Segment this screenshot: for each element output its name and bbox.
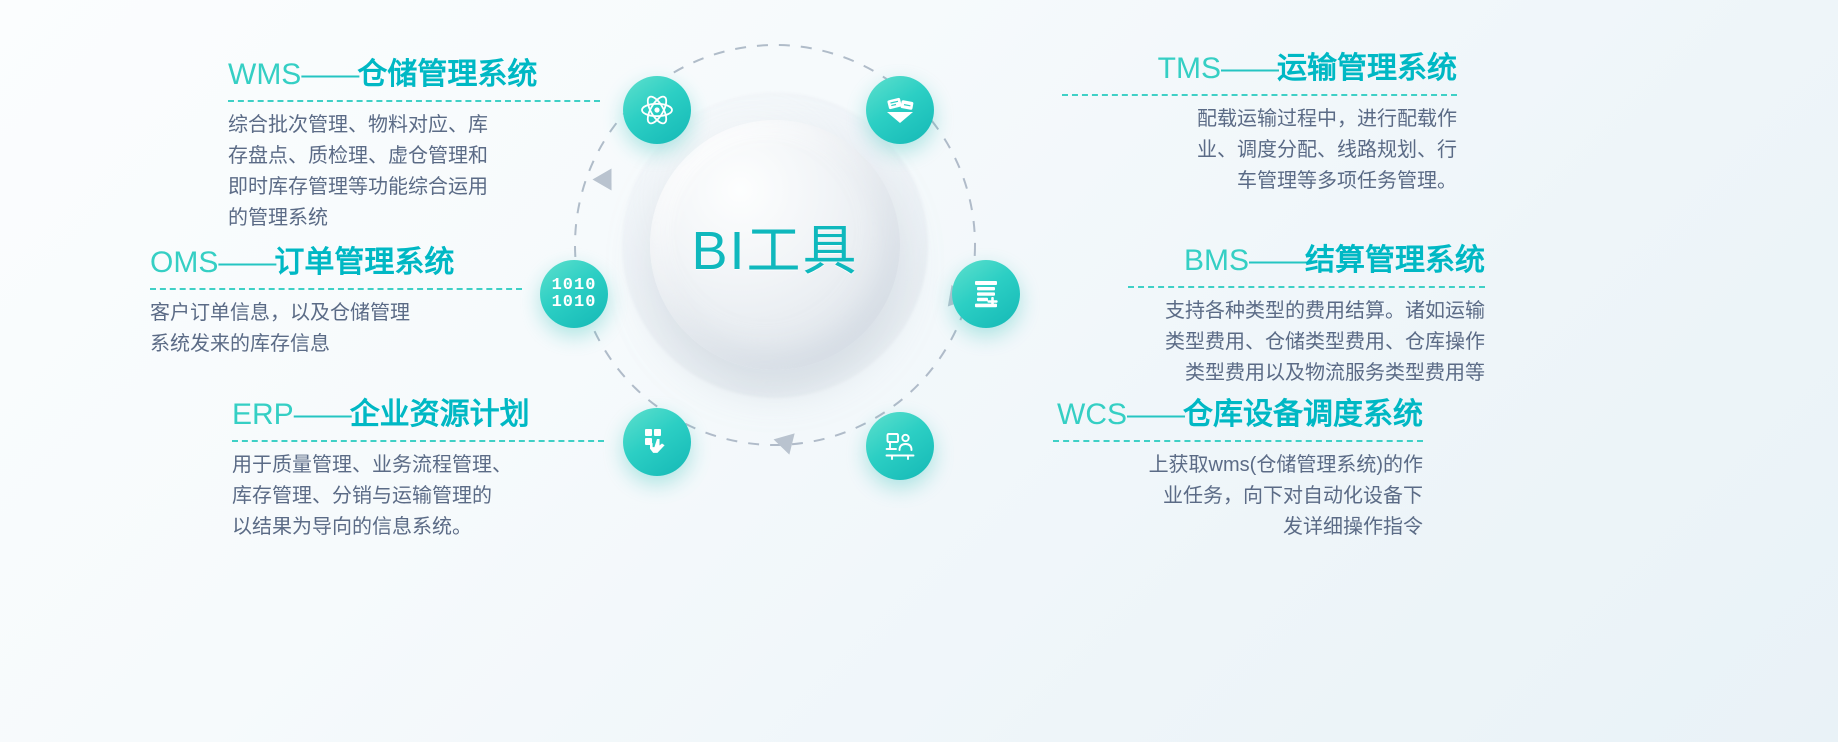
block-bms-abbr: BMS <box>1183 244 1249 277</box>
node-atom[interactable] <box>623 76 691 144</box>
block-oms-divider <box>150 288 522 290</box>
block-tms-divider <box>1062 94 1457 96</box>
block-wcs-divider <box>1053 440 1423 442</box>
block-wms-title: WMS——仓储管理系统 <box>228 58 600 91</box>
block-wcs-abbr: WCS <box>1057 398 1127 431</box>
block-oms-title: OMS——订单管理系统 <box>150 246 522 279</box>
block-wcs: WCS——仓库设备调度系统 上获取wms(仓储管理系统)的作 业任务，向下对自动… <box>1053 398 1423 543</box>
block-erp-title: ERP——企业资源计划 <box>232 398 604 431</box>
orbit-arrow-bottom <box>773 433 795 455</box>
workstation-icon <box>883 429 917 463</box>
center-sphere <box>650 120 900 370</box>
block-wcs-title: WCS——仓库设备调度系统 <box>1053 398 1423 431</box>
node-data-cards[interactable] <box>866 76 934 144</box>
block-bms-title: BMS——结算管理系统 <box>1128 244 1485 277</box>
block-tms: TMS——运输管理系统 配载运输过程中，进行配载作 业、调度分配、线路规划、行 … <box>1062 52 1457 197</box>
block-wms-cn-title: 仓储管理系统 <box>357 58 538 91</box>
node-workstation[interactable] <box>866 412 934 480</box>
block-tms-cn-title: 运输管理系统 <box>1277 52 1457 85</box>
block-erp-abbr: ERP <box>232 398 294 431</box>
block-wms-dash: —— <box>301 58 359 91</box>
block-bms-dash: —— <box>1249 244 1307 277</box>
block-wcs-body: 上获取wms(仓储管理系统)的作 业任务，向下对自动化设备下 发详细操作指令 <box>1148 454 1423 538</box>
center-hub: BI工具 <box>622 92 928 398</box>
block-erp-cn-title: 企业资源计划 <box>349 398 530 431</box>
block-bms-body: 支持各种类型的费用结算。诸如运输 类型费用、仓储类型费用、仓库操作 类型费用以及… <box>1165 300 1485 384</box>
block-bms-divider <box>1128 286 1485 288</box>
hand-chart-icon <box>640 425 674 459</box>
data-cards-icon <box>882 92 918 128</box>
atom-icon <box>639 92 675 128</box>
document-add-icon <box>969 277 1003 311</box>
block-bms-cn-title: 结算管理系统 <box>1305 244 1485 277</box>
block-wms-abbr: WMS <box>228 58 302 91</box>
block-wcs-dash: —— <box>1127 398 1185 431</box>
block-tms-dash: —— <box>1221 52 1279 85</box>
node-document-add[interactable] <box>952 260 1020 328</box>
block-wms-body: 综合批次管理、物料对应、库 存盘点、质检理、虚仓管理和 即时库存管理等功能综合运… <box>228 114 488 229</box>
orbit-circle <box>574 44 976 446</box>
block-tms-abbr: TMS <box>1157 52 1221 85</box>
block-oms-dash: —— <box>218 246 276 279</box>
node-hand-chart[interactable] <box>623 408 691 476</box>
block-oms-body: 客户订单信息，以及仓储管理 系统发来的库存信息 <box>150 302 410 355</box>
block-tms-body: 配载运输过程中，进行配载作 业、调度分配、线路规划、行 车管理等多项任务管理。 <box>1197 108 1457 192</box>
block-erp-divider <box>232 440 604 442</box>
block-oms: OMS——订单管理系统 客户订单信息，以及仓储管理 系统发来的库存信息 <box>150 246 522 360</box>
block-wcs-cn-title: 仓库设备调度系统 <box>1183 398 1423 431</box>
block-erp: ERP——企业资源计划 用于质量管理、业务流程管理、 库存管理、分销与运输管理的… <box>232 398 604 543</box>
block-erp-dash: —— <box>293 398 352 431</box>
block-wms: WMS——仓储管理系统 综合批次管理、物料对应、库 存盘点、质检理、虚仓管理和 … <box>228 58 600 234</box>
block-oms-cn-title: 订单管理系统 <box>274 246 455 279</box>
center-label: BI工具 <box>691 220 859 281</box>
orbit-arrow-left <box>592 168 612 191</box>
block-oms-abbr: OMS <box>150 246 219 279</box>
block-wms-divider <box>228 100 600 102</box>
block-erp-body: 用于质量管理、业务流程管理、 库存管理、分销与运输管理的 以结果为导向的信息系统… <box>232 454 512 538</box>
block-bms: BMS——结算管理系统 支持各种类型的费用结算。诸如运输 类型费用、仓储类型费用… <box>1128 244 1485 389</box>
block-tms-title: TMS——运输管理系统 <box>1062 52 1457 85</box>
